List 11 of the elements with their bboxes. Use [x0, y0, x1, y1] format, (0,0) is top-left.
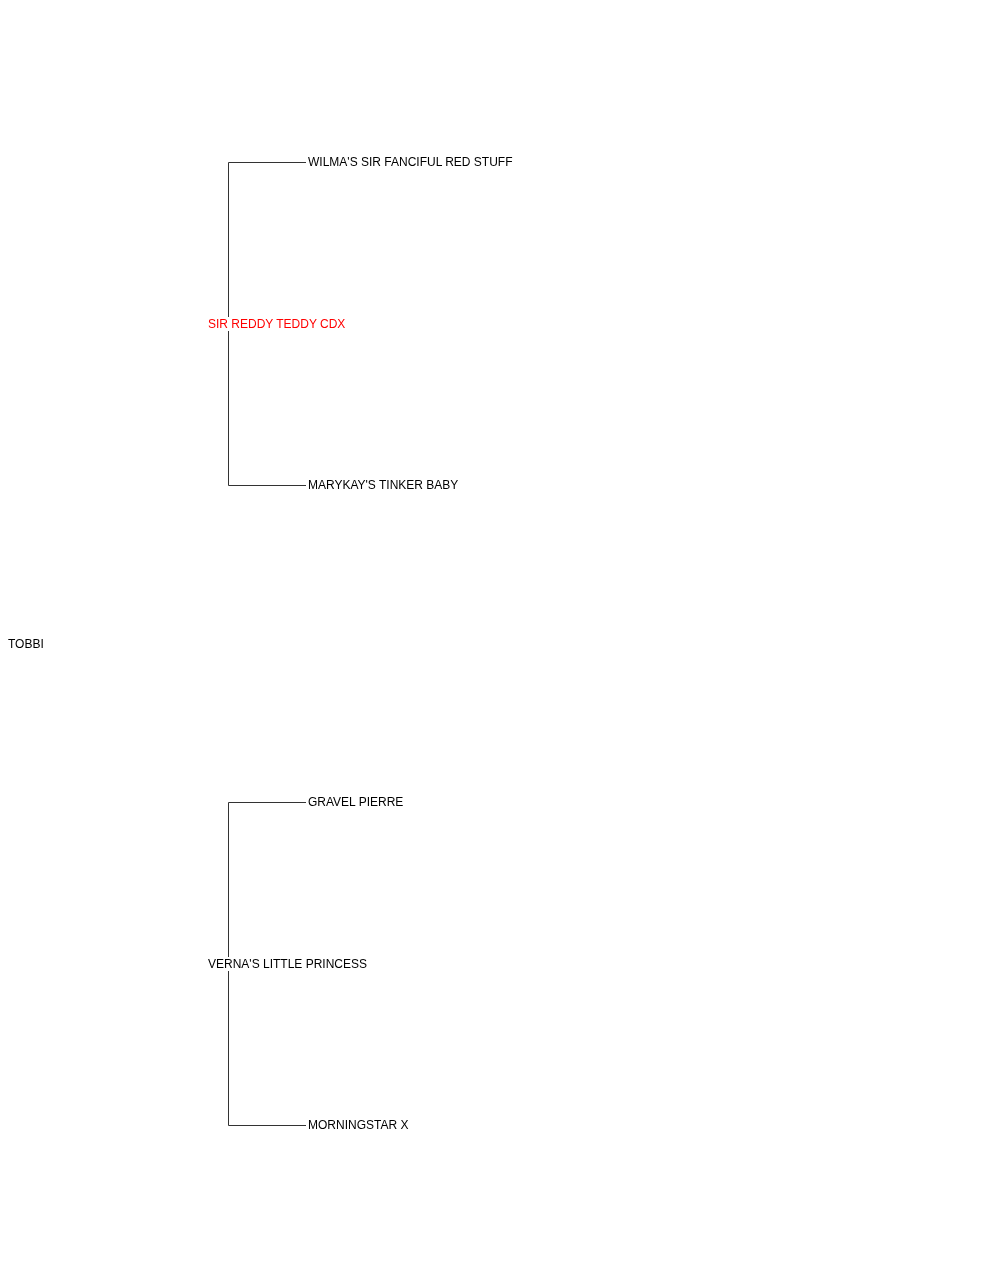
name-label: WILMA'S SIR FANCIFUL RED STUFF: [306, 155, 513, 169]
name-label: MARYKAY'S TINKER BABY: [306, 478, 459, 492]
name-label: TOBBI: [6, 637, 44, 651]
pedigree-line: [228, 802, 307, 958]
pedigree-line: [228, 970, 307, 1126]
name-label: SIR REDDY TEDDY CDX: [206, 317, 346, 331]
pedigree-line: [228, 330, 307, 486]
name-label: MORNINGSTAR X: [306, 1118, 409, 1132]
name-label: VERNA'S LITTLE PRINCESS: [206, 957, 367, 971]
name-label: GRAVEL PIERRE: [306, 795, 404, 809]
pedigree-line: [228, 162, 307, 318]
